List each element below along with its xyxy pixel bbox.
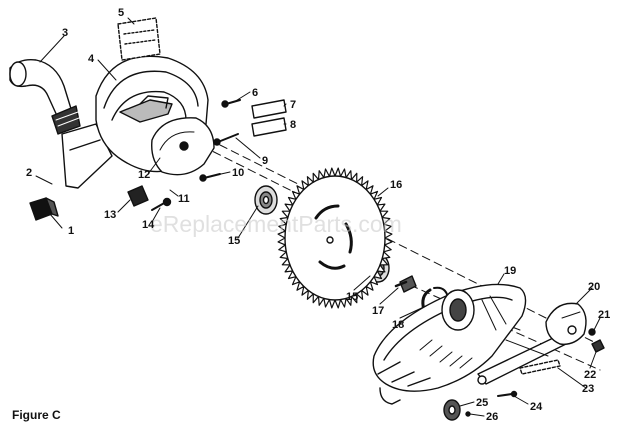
callout-25: 25 xyxy=(476,397,488,409)
callout-19: 19 xyxy=(504,265,516,277)
part-dust-chute xyxy=(61,123,113,189)
callout-24: 24 xyxy=(530,401,543,413)
callout-17: 17 xyxy=(372,305,384,317)
part-clip xyxy=(29,197,59,221)
part-saw-blade xyxy=(277,167,393,309)
callout-15b: 15 xyxy=(346,291,358,303)
callout-18: 18 xyxy=(392,319,404,331)
callout-1: 1 xyxy=(68,225,74,237)
callout-20: 20 xyxy=(588,281,600,293)
part-label-strip xyxy=(519,359,561,375)
part-dust-elbow xyxy=(9,58,81,135)
callout-6: 6 xyxy=(252,87,258,99)
callout-15a: 15 xyxy=(228,235,240,247)
figure-caption: Figure C xyxy=(12,408,61,422)
callout-4: 4 xyxy=(88,53,95,65)
callout-16: 16 xyxy=(390,179,402,191)
part-lower-guard xyxy=(372,283,527,405)
part-labels-small xyxy=(251,99,287,137)
callout-11: 11 xyxy=(178,193,190,205)
callout-21: 21 xyxy=(598,309,610,321)
part-flange-washer-1 xyxy=(254,185,278,215)
callout-26: 26 xyxy=(486,411,498,423)
callout-12: 12 xyxy=(138,169,150,181)
part-arbor-bolt xyxy=(394,275,417,293)
callout-5: 5 xyxy=(118,7,124,19)
part-washer-nut xyxy=(588,328,605,353)
callout-2: 2 xyxy=(26,167,32,179)
callout-10: 10 xyxy=(232,167,244,179)
callout-8: 8 xyxy=(290,119,296,131)
part-inner-guard xyxy=(151,117,215,176)
callout-9: 9 xyxy=(262,155,268,167)
part-cam-plate xyxy=(545,302,587,345)
watermark-text: eReplacementParts.com xyxy=(150,211,402,237)
callout-14: 14 xyxy=(142,219,155,231)
callout-7: 7 xyxy=(290,99,296,111)
callout-numbers: 1 2 3 4 5 6 7 8 9 10 11 12 13 14 15 15 1… xyxy=(26,7,610,423)
callout-13: 13 xyxy=(104,209,116,221)
callout-23: 23 xyxy=(582,383,594,395)
part-roller xyxy=(443,399,471,421)
callout-22: 22 xyxy=(584,369,596,381)
callout-3: 3 xyxy=(62,27,68,39)
part-bracket xyxy=(127,185,149,207)
leader-lines xyxy=(35,17,601,417)
lower-guard-ribs xyxy=(419,339,473,369)
part-label xyxy=(117,17,161,61)
